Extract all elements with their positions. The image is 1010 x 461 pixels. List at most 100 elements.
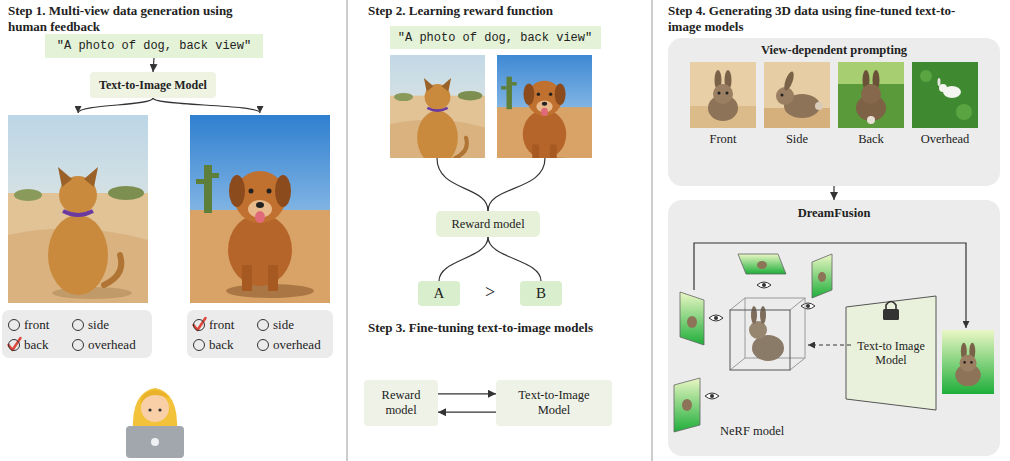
node-text: A	[434, 285, 445, 302]
view-photo	[708, 70, 738, 121]
rank-box: B	[520, 281, 562, 306]
comparison-photo	[390, 43, 485, 171]
camera-plane	[801, 303, 815, 309]
step-heading: Step 3. Fine-tuning text-to-image models	[368, 320, 618, 336]
nerf-cube	[752, 335, 784, 361]
rendered-view	[955, 343, 981, 386]
node-text: side	[72, 316, 109, 334]
annotator-figure	[151, 438, 159, 446]
choice-panel: frontsidebackoverhead	[2, 310, 152, 358]
column-divider	[347, 0, 652, 461]
check-mark	[9, 338, 21, 350]
node-text: Text-to-Image Model	[502, 388, 606, 418]
node-text: Text-to-Image Model	[99, 78, 207, 93]
split-arrow	[78, 98, 260, 113]
comparison-photo	[497, 43, 592, 171]
comparison-photo	[390, 43, 592, 171]
column-divider	[652, 0, 653, 461]
model-box: Text-to-Image Model	[90, 72, 216, 98]
view-photo	[920, 70, 932, 82]
reward-box: Reward model	[364, 380, 438, 426]
comparison-photo	[497, 43, 592, 171]
comparison-photo	[390, 43, 485, 171]
camera-plane	[709, 315, 723, 321]
view-photo	[776, 87, 794, 105]
connector	[153, 58, 154, 72]
model-trapezoid: Text-to Image Model	[845, 295, 937, 411]
camera-plane	[757, 261, 767, 269]
dreamfusion-panel: DreamFusionNeRF modelText-to Image Model	[668, 200, 1000, 456]
annotator-figure	[141, 390, 168, 404]
comparison-sign: >	[480, 281, 500, 303]
node-text: back	[8, 336, 49, 354]
view-photo	[838, 62, 904, 128]
render-arrow	[808, 344, 851, 345]
connector	[439, 237, 488, 281]
annotator-figure	[133, 388, 177, 432]
view-photo	[690, 62, 756, 128]
connector	[438, 412, 496, 413]
nerf-cube	[730, 358, 745, 370]
camera-plane	[812, 254, 832, 298]
view-photo	[690, 62, 756, 128]
view-photo	[782, 70, 795, 91]
annotator-figure	[158, 408, 161, 411]
node-text: DreamFusion	[668, 206, 1000, 221]
reward-box: Reward model	[436, 211, 540, 237]
column-divider	[347, 0, 348, 461]
feedback-loop	[694, 243, 966, 328]
view-photo	[863, 70, 870, 90]
node-text: Side	[764, 132, 830, 147]
nerf-cube	[790, 298, 805, 310]
camera-plane	[757, 282, 771, 288]
view-photo	[912, 62, 978, 128]
node-text: Reward model	[370, 388, 432, 418]
nerf-cube	[751, 306, 757, 324]
lock-icon	[886, 302, 896, 310]
nerf-cube	[749, 321, 767, 339]
node-text: "A photo of dog, back view"	[57, 39, 251, 53]
camera-plane	[705, 393, 719, 399]
prompting-panel: View-dependent promptingFrontSideBackOve…	[668, 38, 1000, 186]
generated-photo	[8, 115, 330, 303]
merge-line	[437, 158, 488, 211]
feedback-loop	[694, 243, 966, 328]
node-text: Front	[690, 132, 756, 147]
view-photo	[943, 86, 961, 98]
node-text: Reward model	[451, 217, 524, 232]
view-photo	[873, 70, 880, 90]
node-text: Overhead	[912, 132, 978, 147]
node-text: front	[193, 316, 234, 334]
view-photo	[867, 116, 875, 124]
nerf-cube	[760, 306, 766, 324]
view-photo	[838, 62, 904, 128]
view-photo	[764, 62, 830, 128]
nerf-cube	[730, 310, 790, 370]
camera-plane	[682, 399, 692, 411]
prompt-box: "A photo of dog, back view"	[390, 26, 601, 49]
view-photo	[815, 102, 823, 110]
connector	[438, 393, 496, 394]
choice-panel: frontsidebackoverhead	[187, 310, 333, 358]
node-text: back	[193, 336, 234, 354]
lock-icon	[883, 302, 899, 321]
generated-photo	[8, 115, 148, 303]
check-mark	[9, 318, 206, 350]
camera-plane	[680, 292, 704, 345]
generated-photo	[190, 115, 330, 303]
view-photo	[781, 94, 784, 97]
view-photo	[764, 108, 830, 128]
merge-line	[488, 158, 545, 211]
step-heading: Step 1. Multi-view data generation using…	[8, 3, 258, 35]
node-text: B	[536, 285, 546, 302]
camera-plane	[674, 254, 832, 432]
model-box: Text-to-Image Model	[496, 380, 612, 426]
connector	[488, 237, 541, 281]
view-photo	[861, 84, 881, 104]
nerf-cube	[730, 298, 805, 370]
node-text: View-dependent prompting	[668, 43, 1000, 58]
view-photo	[939, 84, 947, 92]
view-photo	[784, 94, 820, 118]
annotator-figure	[126, 388, 184, 458]
